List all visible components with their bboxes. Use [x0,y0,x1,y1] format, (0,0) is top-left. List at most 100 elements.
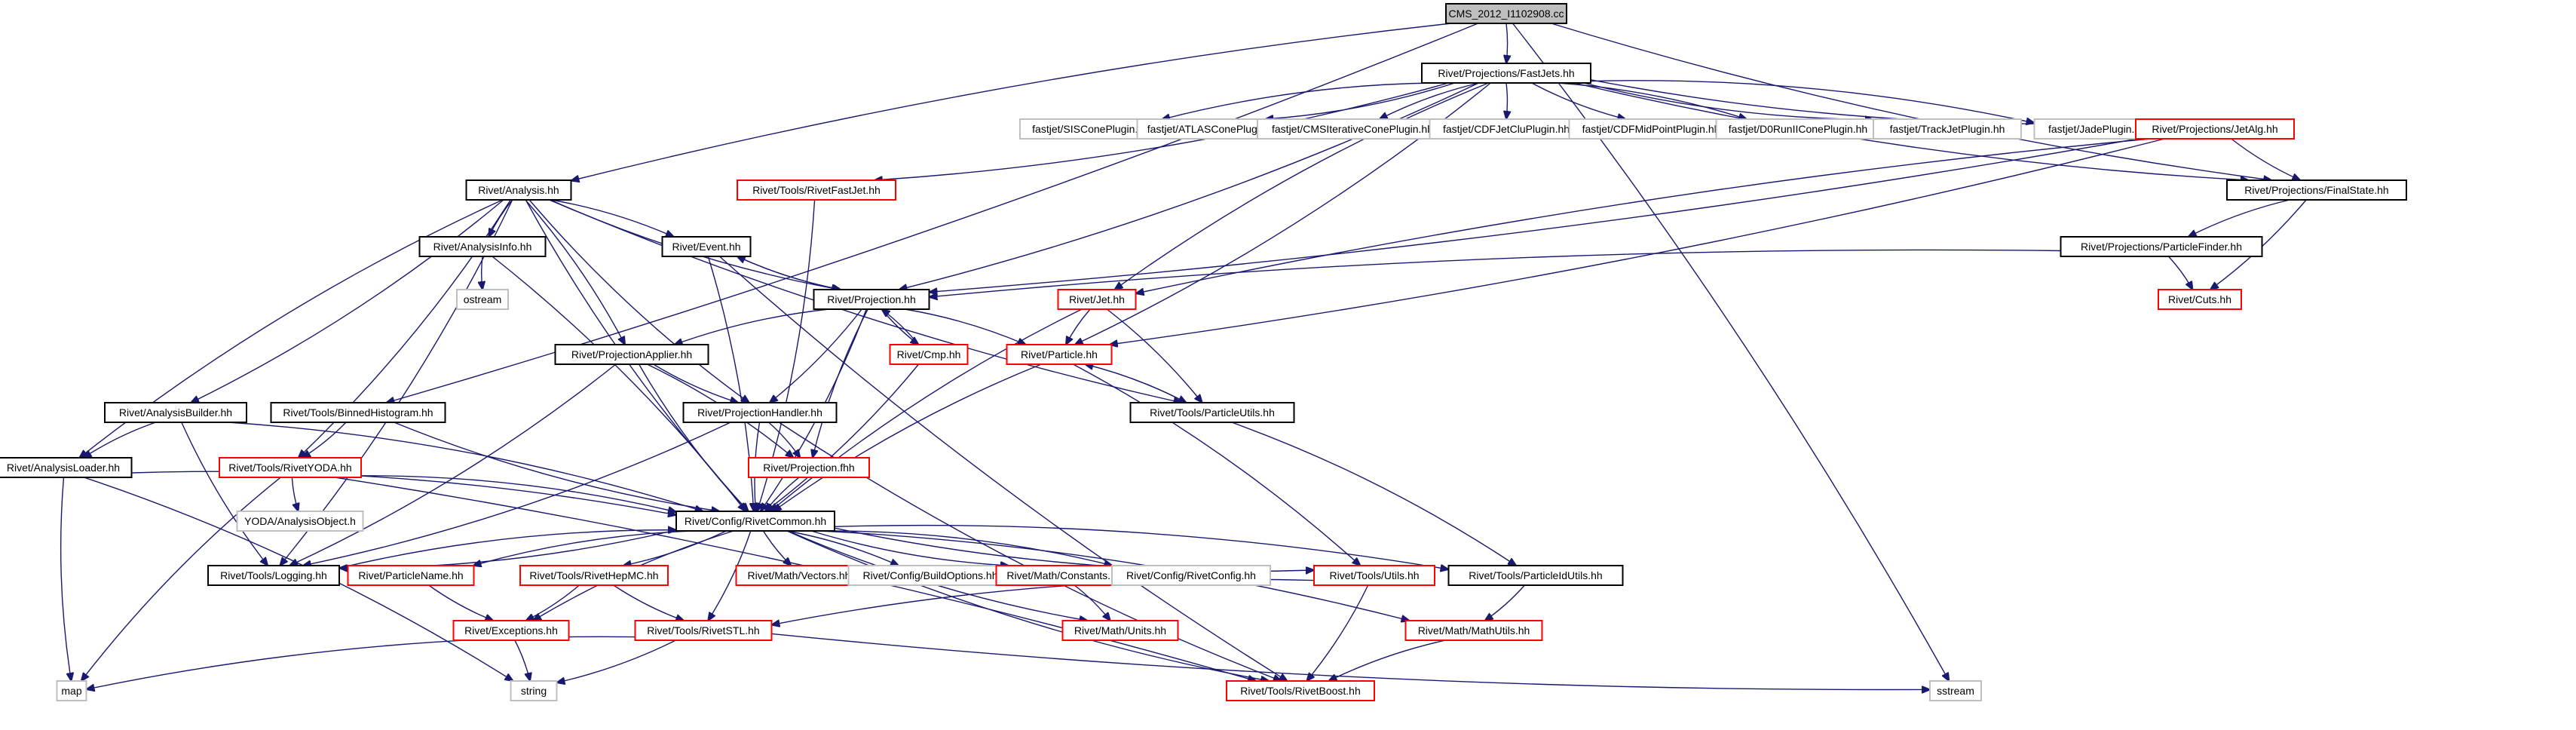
node-label-event: Rivet/Event.hh [672,241,740,253]
node-label-trackjet: fastjet/TrackJetPlugin.hh [1890,123,2005,135]
node-label-analysisinfo: Rivet/AnalysisInfo.hh [433,241,532,253]
node-cdfmid: fastjet/CDFMidPointPlugin.hh [1568,118,1734,140]
edge-fastjets-to-cdfmid [1531,82,1626,119]
edge-jet-to-rivetcommon [770,308,1083,511]
node-label-jade: fastjet/JadePlugin.hh [2048,123,2146,135]
edge-rivetcommon-to-vectors [762,530,792,566]
node-label-particleidutils: Rivet/Tools/ParticleIdUtils.hh [1469,569,1602,581]
node-box-analysis [465,179,572,201]
node-box-rivetfastjet [737,179,896,201]
node-finalstate[interactable]: Rivet/Projections/FinalState.hh [2226,179,2407,201]
node-analysisinfo[interactable]: Rivet/AnalysisInfo.hh [418,236,547,257]
node-projfhh[interactable]: Rivet/Projection.fhh [748,457,870,478]
node-rivetstl[interactable]: Rivet/Tools/RivetSTL.hh [634,620,773,641]
edge-projection-to-projapplier [675,308,829,345]
node-projection[interactable]: Rivet/Projection.hh [813,289,930,310]
node-label-sisc: fastjet/SISConePlugin.hh [1032,123,1150,135]
node-label-cdfmid: fastjet/CDFMidPointPlugin.hh [1582,123,1720,135]
node-jet[interactable]: Rivet/Jet.hh [1057,289,1137,310]
edge-exceptions-to-string [514,640,530,681]
node-label-projapplier: Rivet/ProjectionApplier.hh [571,348,692,360]
edge-finalstate-to-particlefinder [2189,199,2290,237]
node-binnedhisto[interactable]: Rivet/Tools/BinnedHistogram.hh [270,402,446,423]
edge-rivetyoda-to-rivetboost [334,477,1256,681]
node-cmp[interactable]: Rivet/Cmp.hh [889,344,969,365]
node-label-rivethepmc: Rivet/Tools/RivetHepMC.hh [529,569,658,581]
edge-analysis-to-particleutils [549,199,1182,403]
node-logging[interactable]: Rivet/Tools/Logging.hh [207,565,340,586]
edge-fastjets-to-sisc [1162,82,1434,119]
edge-rivetcommon-to-particleidutils [834,524,1449,569]
node-rivetboost[interactable]: Rivet/Tools/RivetBoost.hh [1226,680,1375,701]
edge-root-to-analysis [571,23,1452,181]
node-exceptions[interactable]: Rivet/Exceptions.hh [452,620,570,641]
node-label-rivetyoda: Rivet/Tools/RivetYODA.hh [228,462,351,474]
node-label-jet: Rivet/Jet.hh [1069,293,1125,305]
node-label-units: Rivet/Math/Units.hh [1074,624,1166,636]
node-fastjets[interactable]: Rivet/Projections/FastJets.hh [1421,63,1591,84]
edge-rivetcommon-to-particlename [473,530,694,566]
node-particlename[interactable]: Rivet/ParticleName.hh [347,565,475,586]
node-yodaao: YODA/AnalysisObject.h [236,511,364,532]
edge-fastjets-to-finalstate [1574,82,2249,180]
node-utils[interactable]: Rivet/Tools/Utils.hh [1313,565,1435,586]
edge-jetalg-to-projection [930,138,2138,292]
node-particleutils[interactable]: Rivet/Tools/ParticleUtils.hh [1129,402,1295,423]
node-label-analysisbuilder: Rivet/AnalysisBuilder.hh [119,406,232,419]
node-buildoptions: Rivet/Config/BuildOptions.hh [847,565,1013,586]
node-rivetcommon[interactable]: Rivet/Config/RivetCommon.hh [675,511,835,532]
node-label-particleutils: Rivet/Tools/ParticleUtils.hh [1150,406,1275,419]
node-label-utils: Rivet/Tools/Utils.hh [1329,569,1419,581]
node-particleidutils[interactable]: Rivet/Tools/ParticleIdUtils.hh [1447,565,1624,586]
node-label-root: CMS_2012_I1102908.cc [1448,8,1564,20]
node-label-projhandler: Rivet/ProjectionHandler.hh [697,406,822,419]
node-units[interactable]: Rivet/Math/Units.hh [1061,620,1179,641]
node-label-cuts: Rivet/Cuts.hh [2168,293,2231,305]
node-analysisloader[interactable]: Rivet/AnalysisLoader.hh [0,457,133,478]
node-rivetfastjet[interactable]: Rivet/Tools/RivetFastJet.hh [737,179,896,201]
node-vectors[interactable]: Rivet/Math/Vectors.hh [735,565,863,586]
edge-fastjets-to-cdfclu [1506,82,1507,119]
node-box-cmp [889,344,969,365]
node-constants[interactable]: Rivet/Math/Constants.hh [995,565,1134,586]
node-box-utils [1313,565,1435,586]
node-label-analysis: Rivet/Analysis.hh [478,184,559,196]
node-box-exceptions [452,620,570,641]
node-rivetyoda[interactable]: Rivet/Tools/RivetYODA.hh [219,457,362,478]
node-box-rivetstl [634,620,773,641]
edge-jetalg-to-finalstate [2231,138,2301,180]
node-analysis[interactable]: Rivet/Analysis.hh [465,179,572,201]
node-cuts[interactable]: Rivet/Cuts.hh [2158,289,2242,310]
node-analysisbuilder[interactable]: Rivet/AnalysisBuilder.hh [104,402,247,423]
node-mathutils[interactable]: Rivet/Math/MathUtils.hh [1404,620,1543,641]
node-particlefinder[interactable]: Rivet/Projections/ParticleFinder.hh [2060,236,2263,257]
edge-analysisbuilder-to-analysisloader [84,422,156,458]
node-label-mathutils: Rivet/Math/MathUtils.hh [1418,624,1530,636]
node-box-rivetcommon [675,511,835,532]
node-box-projection [813,289,930,310]
node-particle[interactable]: Rivet/Particle.hh [1006,344,1113,365]
edge-analysisloader-to-rivetcommon [131,471,677,515]
node-label-particlefinder: Rivet/Projections/ParticleFinder.hh [2081,241,2242,253]
edge-projfhh-to-rivetcommon [765,477,800,511]
node-event[interactable]: Rivet/Event.hh [661,236,752,257]
edge-rivetcommon-to-buildoptions [786,530,899,566]
node-label-string: string [521,685,547,697]
node-box-root [1445,3,1567,24]
node-projapplier[interactable]: Rivet/ProjectionApplier.hh [554,344,709,365]
node-jetalg[interactable]: Rivet/Projections/JetAlg.hh [2135,118,2295,140]
edge-fastjets-to-rivetfastjet [874,82,1449,180]
node-rivethepmc[interactable]: Rivet/Tools/RivetHepMC.hh [519,565,669,586]
node-box-projapplier [554,344,709,365]
edge-projection-to-event [737,256,841,290]
node-box-analysisloader [0,457,133,478]
node-box-jet [1057,289,1137,310]
edge-projapplier-to-projhandler [653,363,739,403]
node-label-projfhh: Rivet/Projection.fhh [763,462,854,474]
edge-particlefinder-to-projection [930,249,2061,296]
node-projhandler[interactable]: Rivet/ProjectionHandler.hh [682,402,838,423]
edge-projection-to-projfhh [813,308,868,458]
node-box-particlename [347,565,475,586]
node-label-rivetcommon: Rivet/Config/RivetCommon.hh [685,515,826,527]
